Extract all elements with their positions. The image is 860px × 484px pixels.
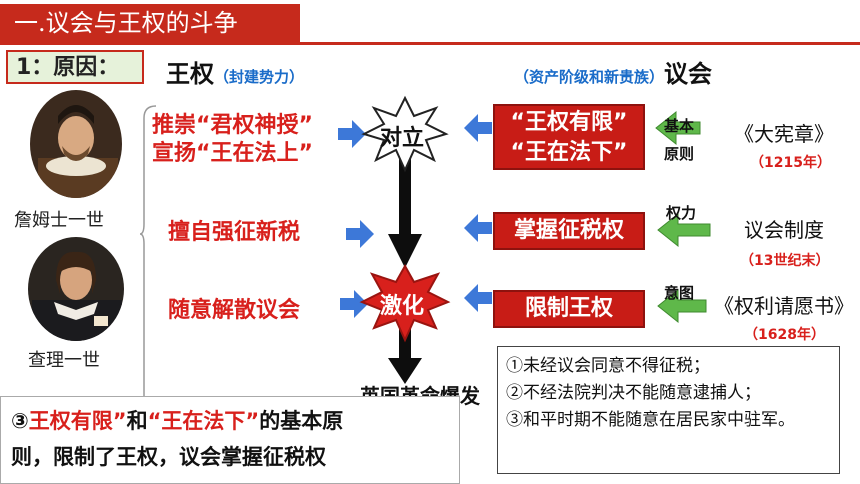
relation-label-2: 权力 <box>666 204 697 222</box>
claim-box-1: “王权有限” “王在法下” <box>493 104 645 170</box>
right-arrow-icon <box>346 220 374 248</box>
document-1-year: （1215年） <box>750 155 831 171</box>
left-header-main: 王权 <box>166 60 214 88</box>
conflict-label: 对立 <box>380 126 425 151</box>
claim-box-2: 掌握征税权 <box>493 212 645 250</box>
claim-1-line2: “王在法下” <box>510 140 628 165</box>
claim-box-3: 限制王权 <box>493 290 645 328</box>
king-name-charles: 查理一世 <box>28 350 100 371</box>
summary-mid: 和 <box>126 409 148 433</box>
document-3-year: （1628年） <box>744 327 825 343</box>
right-arrow-icon <box>338 120 366 148</box>
down-arrow-icon-2 <box>388 358 422 384</box>
left-arrow-icon <box>464 114 492 142</box>
down-arrow-icon <box>388 234 422 268</box>
note-item: ③和平时期不能随意在居民家中驻军。 <box>506 410 795 430</box>
left-header: 王权（封建势力） <box>166 54 304 89</box>
king-name-james: 詹姆士一世 <box>14 210 104 231</box>
document-1-name: 《大宪章》 <box>734 122 834 146</box>
king-action-1-line1: 推崇“君权神授” <box>152 113 313 138</box>
relation-1-line2: 原则 <box>664 145 695 163</box>
note-item: ①未经议会同意不得征税； <box>506 356 710 376</box>
king-action-1: 推崇“君权神授” 宣扬“王在法上” <box>152 112 313 168</box>
claim-1-line1: “王权有限” <box>510 110 628 135</box>
note-item: ②不经法院判决不能随意逮捕人； <box>506 383 761 403</box>
intensify-burst <box>359 263 451 343</box>
king-action-1-line2: 宣扬“王在法上” <box>152 141 313 166</box>
summary-suffix: 的基本原 <box>259 409 344 433</box>
document-2-name: 议会制度 <box>744 218 824 242</box>
green-left-arrow-icon <box>657 288 707 324</box>
relation-label-1: 基本 原则 <box>664 112 694 168</box>
summary-line-1: ③王权有限”和“王在法下”的基本原 <box>11 403 449 439</box>
document-2-year: （13世纪末） <box>740 253 830 269</box>
right-header-main: 议会 <box>664 60 713 88</box>
summary-red-1: 王权有限” <box>28 409 127 433</box>
relation-1-line1: 基本 <box>664 117 695 135</box>
down-arrow-shaft-2 <box>399 328 411 364</box>
intensify-label: 激化 <box>380 294 425 319</box>
portrait-charles-i <box>28 237 124 341</box>
cause-label: 1：原因： <box>6 50 144 84</box>
left-arrow-icon <box>464 284 492 312</box>
left-bracket <box>140 105 157 402</box>
green-left-arrow-icon <box>655 110 701 146</box>
right-arrow-icon <box>340 290 368 318</box>
summary-red-2: “王在法下” <box>147 409 260 433</box>
portrait-james-i <box>30 90 122 198</box>
king-action-3: 随意解散议会 <box>168 298 301 323</box>
down-arrow-shaft <box>399 150 411 236</box>
left-arrow-icon <box>464 214 492 242</box>
green-left-arrow-icon <box>657 212 711 248</box>
summary-box: ③王权有限”和“王在法下”的基本原 则，限制了王权，议会掌握征税权 <box>0 396 460 484</box>
section-title: 一.议会与王权的斗争 <box>0 4 300 42</box>
title-underline <box>0 42 860 45</box>
conflict-burst <box>361 95 449 173</box>
document-3-name: 《权利请愿书》 <box>714 294 854 318</box>
king-action-2: 擅自强征新税 <box>168 220 301 245</box>
summary-line-2: 则，限制了王权，议会掌握征税权 <box>11 445 326 469</box>
right-header-sub: （资产阶级和新贵族） <box>514 68 665 86</box>
petition-notes: ①未经议会同意不得征税； ②不经法院判决不能随意逮捕人； ③和平时期不能随意在居… <box>497 346 840 474</box>
summary-prefix: ③ <box>11 409 29 433</box>
relation-label-3: 意图 <box>664 284 695 302</box>
left-header-sub: （封建势力） <box>214 68 305 86</box>
right-header: （资产阶级和新贵族）议会 <box>514 54 712 89</box>
